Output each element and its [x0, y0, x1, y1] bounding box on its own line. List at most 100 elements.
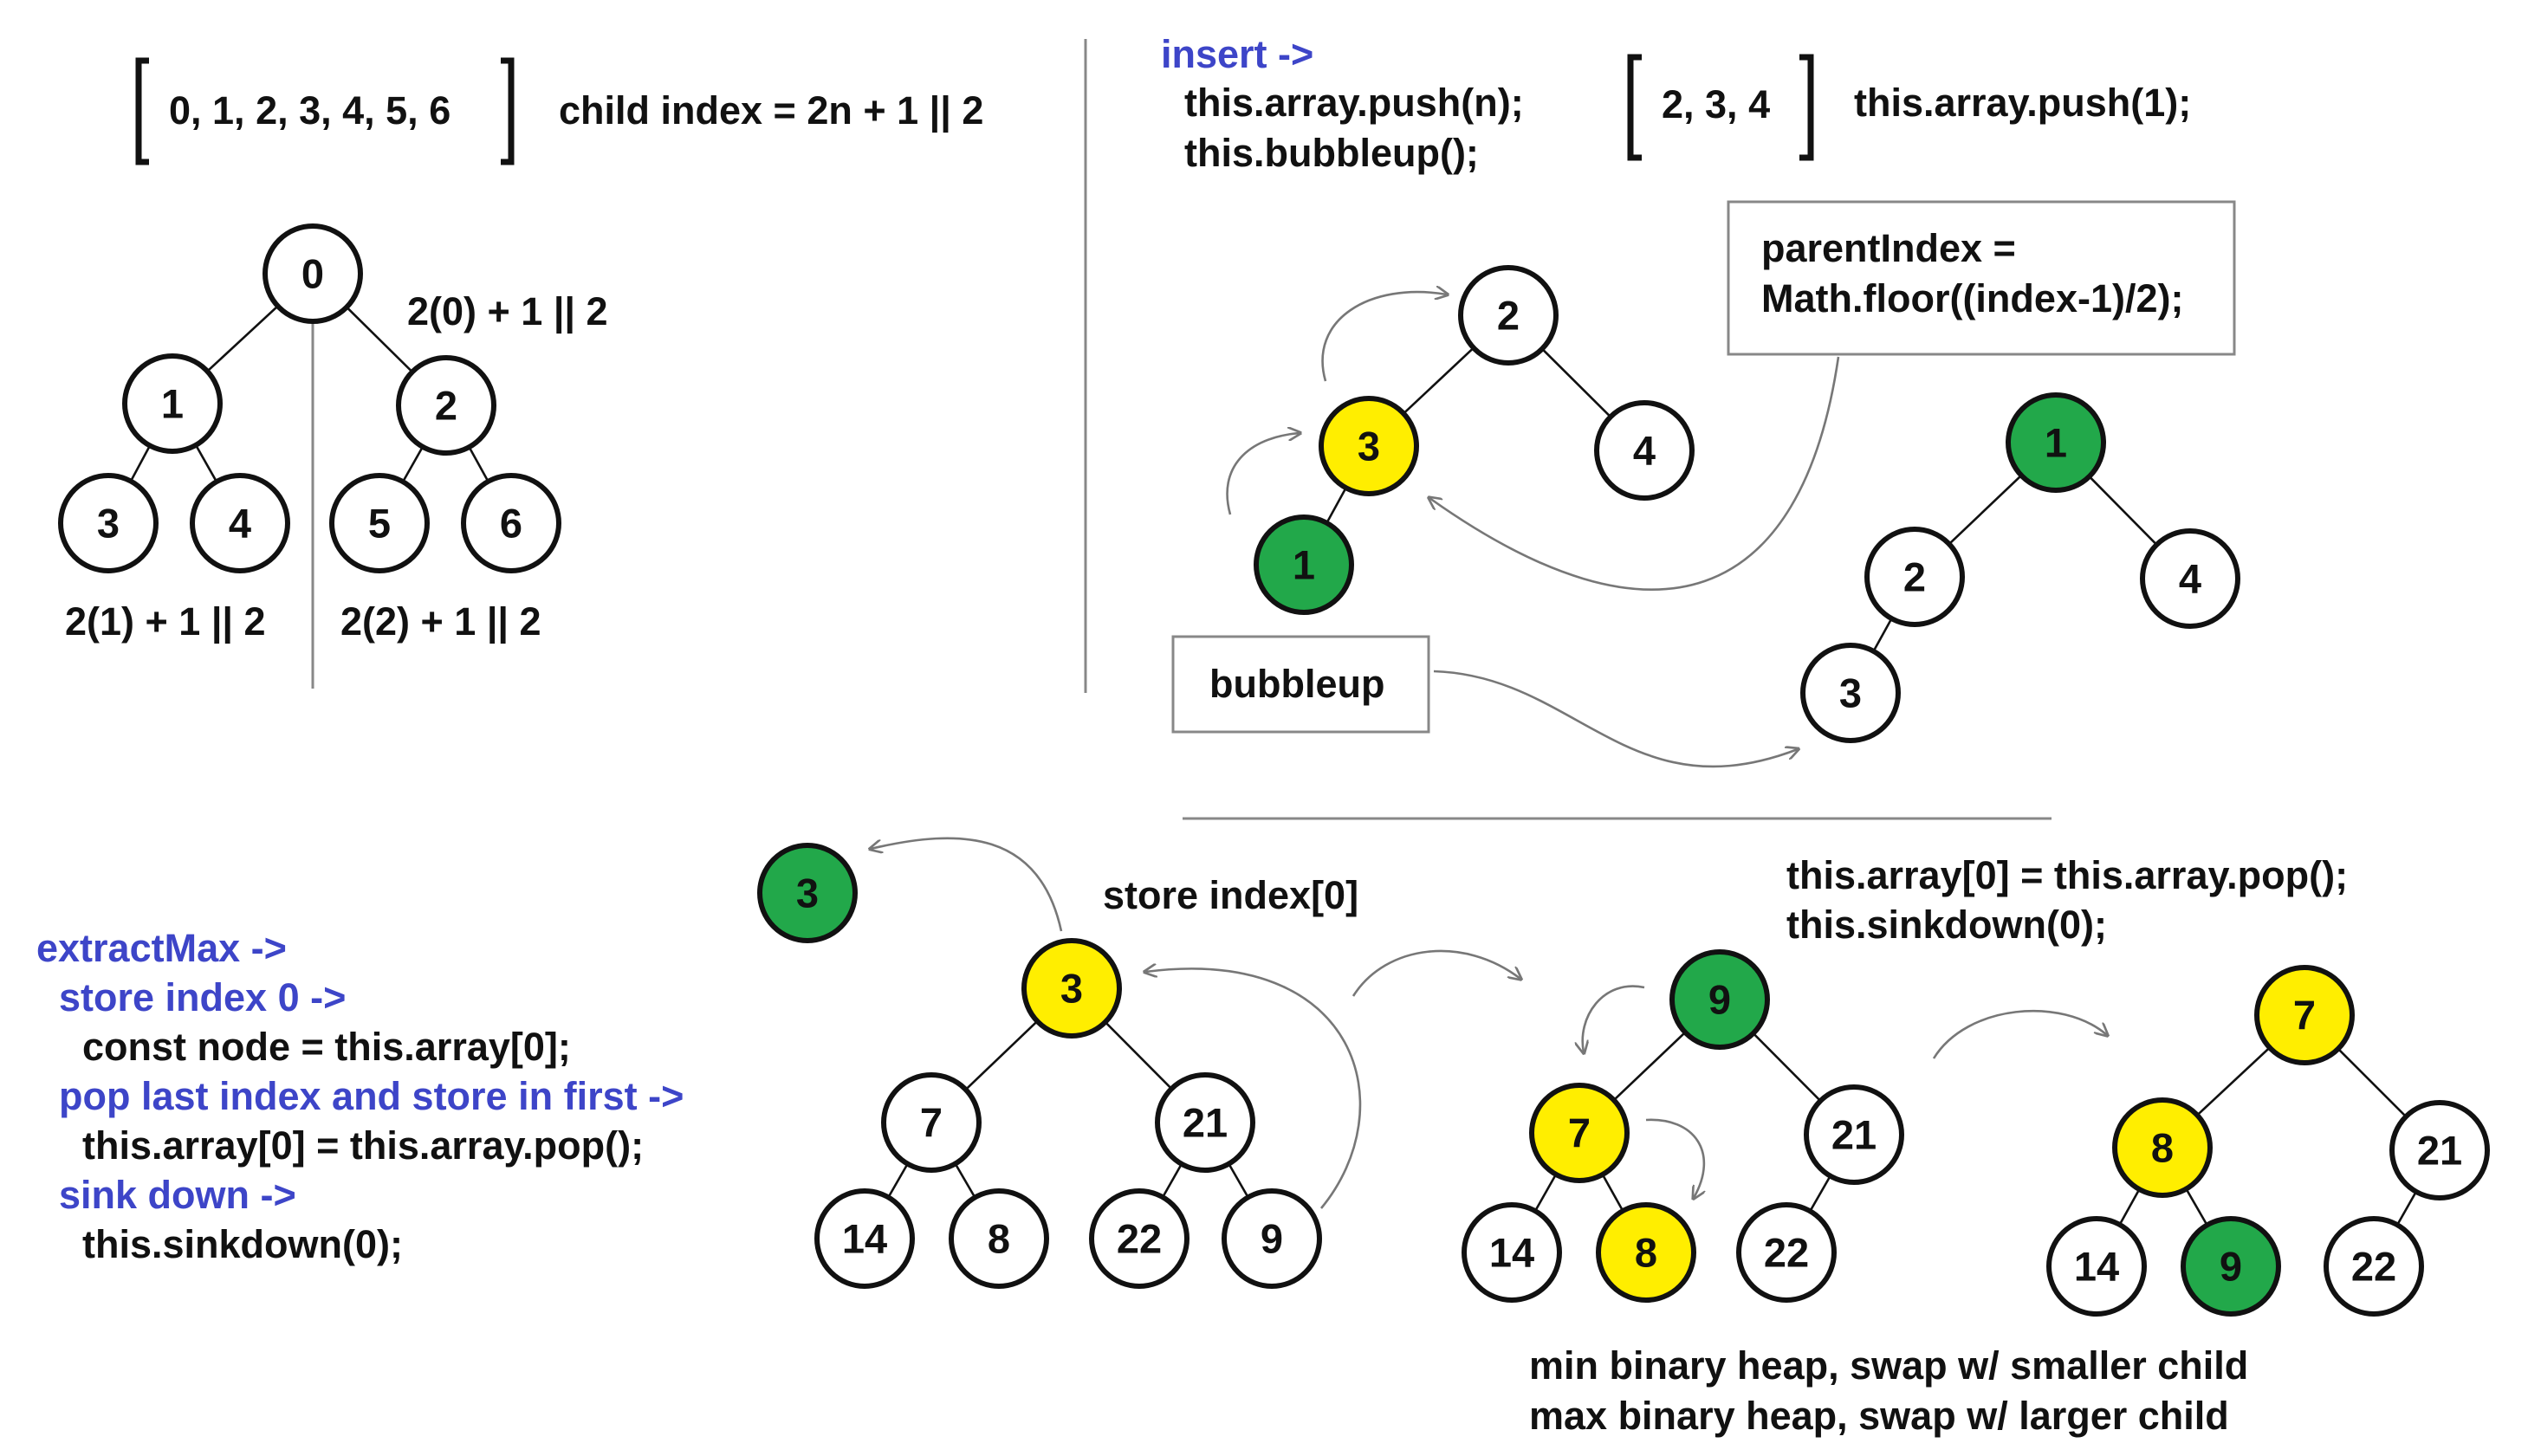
svg-text:4: 4 [229, 501, 251, 547]
svg-text:4: 4 [2179, 556, 2201, 602]
swap-arrow [1583, 985, 1645, 1052]
tree-node: 21 [1804, 1084, 1904, 1185]
svg-text:2: 2 [435, 383, 457, 429]
tree-node-highlight: 8 [2112, 1097, 2213, 1198]
bubbleup-label: bubbleup [1209, 662, 1384, 706]
tree-node-root: 9 [1669, 949, 1770, 1050]
tree-node: 4 [190, 473, 290, 573]
note-min-heap: min binary heap, swap w/ smaller child [1529, 1343, 2248, 1388]
svg-text:8: 8 [1635, 1230, 1657, 1276]
step-store-label: store index 0 -> [59, 975, 346, 1019]
insert-label: insert -> [1161, 32, 1313, 76]
tree-node: 6 [461, 473, 561, 573]
left-bracket [135, 57, 149, 165]
tree-node: 3 [1800, 643, 1901, 743]
pop-code-line1: this.array[0] = this.array.pop(); [1786, 853, 2348, 897]
bubbleup-box [1171, 635, 1430, 734]
tree-node-highlight: 8 [1596, 1202, 1696, 1303]
tree-node: 22 [2324, 1216, 2424, 1317]
section-insert: insert -> this.array.push(n); this.bubbl… [1161, 32, 2240, 768]
svg-text:9: 9 [1708, 977, 1731, 1023]
svg-text:14: 14 [2074, 1244, 2119, 1290]
insert-code-push: this.array.push(n); [1184, 81, 1524, 125]
svg-text:3: 3 [1839, 670, 1862, 716]
tree-node: 14 [1462, 1202, 1562, 1303]
tree-node: 2 [396, 355, 496, 456]
svg-text:21: 21 [1831, 1112, 1877, 1158]
svg-text:8: 8 [2151, 1125, 2174, 1171]
step-pop-label: pop last index and store in first -> [59, 1074, 684, 1118]
swap-arrow [1226, 433, 1300, 515]
step-pop-code: this.array[0] = this.array.pop(); [82, 1123, 644, 1168]
svg-text:21: 21 [2417, 1128, 2462, 1174]
step-arrow [1932, 1009, 2107, 1059]
right-bracket [501, 57, 515, 165]
step-arrow [1352, 949, 1520, 997]
note-max-heap: max binary heap, swap w/ larger child [1529, 1394, 2229, 1438]
svg-text:14: 14 [842, 1216, 887, 1262]
parent-index-box [1727, 200, 2236, 356]
tree-node: 21 [2389, 1100, 2490, 1200]
parent-index-line1: parentIndex = [1761, 226, 2016, 270]
tree-node-inserted: 1 [1254, 514, 1354, 615]
svg-text:7: 7 [1568, 1110, 1591, 1156]
svg-text:8: 8 [988, 1216, 1010, 1262]
stored-node: 3 [757, 843, 858, 943]
tree-node: 2 [1864, 527, 1965, 627]
array-text: 0, 1, 2, 3, 4, 5, 6 [169, 88, 451, 133]
tree-node: 9 [1222, 1188, 1322, 1289]
store-arrow [871, 837, 1063, 932]
tree-node: 14 [814, 1188, 915, 1289]
svg-text:3: 3 [1060, 966, 1083, 1012]
extract-max-label: extractMax -> [36, 926, 287, 970]
tree-node: 0 [263, 223, 363, 324]
tree-node-settled: 9 [2181, 1216, 2281, 1317]
section-extract-max: extractMax -> store index 0 -> const nod… [36, 837, 2490, 1438]
svg-text:22: 22 [2351, 1244, 2396, 1290]
svg-text:22: 22 [1117, 1216, 1162, 1262]
svg-text:3: 3 [1358, 424, 1380, 469]
svg-text:0: 0 [301, 251, 324, 297]
tree-node: 7 [881, 1072, 982, 1173]
svg-text:3: 3 [97, 501, 120, 547]
svg-text:9: 9 [2220, 1244, 2242, 1290]
tree-node: 22 [1089, 1188, 1189, 1289]
svg-text:5: 5 [368, 501, 391, 547]
tree-node-highlight: 3 [1021, 938, 1122, 1039]
bubbleup-arrow [1433, 670, 1798, 768]
annotation-root: 2(0) + 1 || 2 [407, 289, 608, 334]
svg-text:22: 22 [1764, 1230, 1809, 1276]
parent-index-line2: Math.floor((index-1)/2); [1761, 276, 2183, 320]
swap-arrow [1321, 292, 1447, 382]
swap-arrow [1645, 1118, 1704, 1198]
svg-text:1: 1 [1293, 542, 1315, 588]
tree-node: 3 [58, 473, 159, 573]
tree-node: 21 [1155, 1072, 1255, 1173]
svg-text:3: 3 [796, 870, 819, 916]
svg-text:7: 7 [2293, 993, 2316, 1039]
tree-node: 22 [1736, 1202, 1837, 1303]
svg-text:21: 21 [1183, 1100, 1228, 1146]
svg-text:9: 9 [1261, 1216, 1283, 1262]
child-index-formula: child index = 2n + 1 || 2 [559, 88, 983, 133]
tree-node-highlight: 7 [1529, 1083, 1630, 1183]
svg-text:7: 7 [920, 1100, 943, 1146]
tree-node: 4 [1594, 400, 1695, 501]
push-one-code: this.array.push(1); [1854, 81, 2191, 125]
store-index-text: store index[0] [1103, 873, 1358, 917]
step-sink-code: this.sinkdown(0); [82, 1222, 403, 1266]
svg-text:14: 14 [1489, 1230, 1534, 1276]
parent-index-arrow [1429, 356, 1840, 591]
annotation-left: 2(1) + 1 || 2 [65, 599, 266, 644]
svg-text:1: 1 [161, 381, 184, 427]
tree-node: 5 [329, 473, 430, 573]
step-sink-label: sink down -> [59, 1173, 296, 1217]
tree-node: 4 [2140, 528, 2240, 629]
section-array-indexing: 0, 1, 2, 3, 4, 5, 6 child index = 2n + 1… [58, 57, 983, 689]
pop-code-line2: this.sinkdown(0); [1786, 903, 2107, 947]
annotation-right: 2(2) + 1 || 2 [340, 599, 541, 644]
tree-node: 2 [1458, 265, 1559, 366]
insert-code-bubbleup: this.bubbleup(); [1184, 131, 1479, 175]
tree-node-highlight: 7 [2254, 965, 2355, 1065]
tree-node-root: 1 [2006, 392, 2106, 493]
